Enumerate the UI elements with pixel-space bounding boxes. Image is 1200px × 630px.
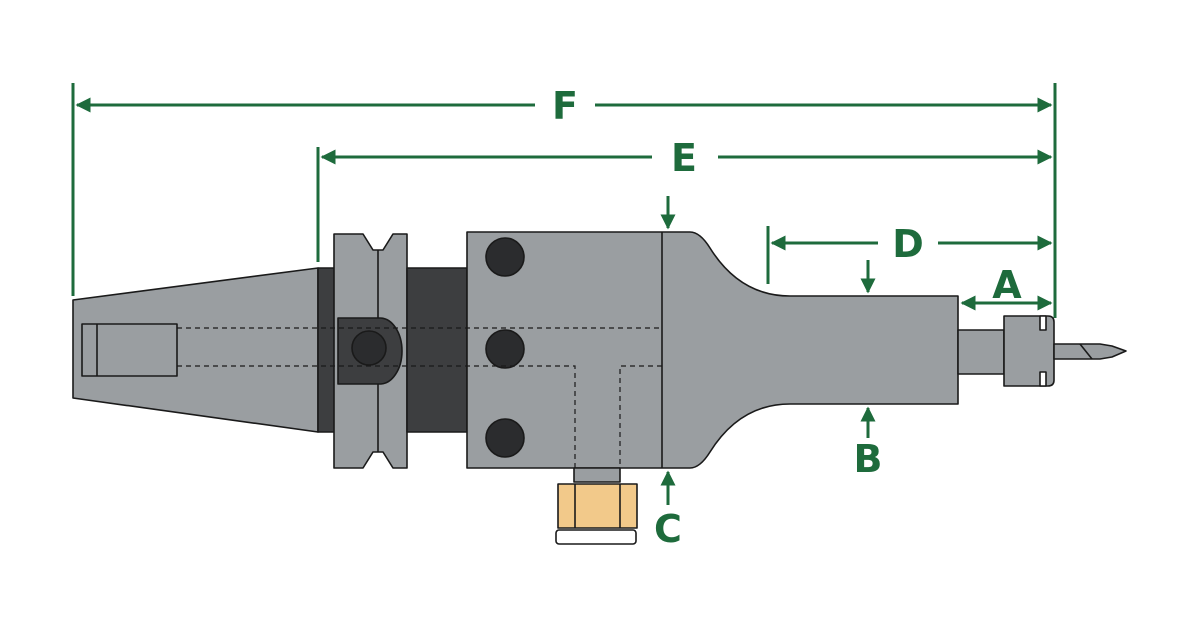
hidden-coolant-passage <box>619 365 662 468</box>
screw-hole-top <box>485 237 525 277</box>
fitting-washer <box>555 529 637 545</box>
drill-bit <box>1053 343 1127 360</box>
dimension-label-c: C <box>654 507 682 551</box>
dimension-label-f: F <box>552 84 578 128</box>
screw-hole-bottom <box>485 418 525 458</box>
dimension-label-b: B <box>854 437 883 481</box>
dimension-label-a: A <box>992 263 1022 307</box>
neck-dark <box>406 267 468 433</box>
drill-bit-flute <box>1079 343 1093 360</box>
fitting-stem <box>573 467 621 483</box>
hidden-bore-bottom <box>177 365 576 468</box>
coolant-hex-nut <box>557 483 638 529</box>
key-slot-hole <box>351 330 387 366</box>
dimension-label-d: D <box>892 222 924 266</box>
tool-body <box>72 231 1127 545</box>
dimension-label-e: E <box>671 136 697 180</box>
dimensions: F E D A B C <box>71 83 1057 551</box>
collet-slot-bottom <box>1039 371 1047 387</box>
retention-bore <box>81 323 178 377</box>
screw-hole-middle <box>485 329 525 369</box>
collet-nut <box>1003 315 1055 387</box>
main-block <box>466 231 959 469</box>
collet-neck <box>957 329 1005 375</box>
collet-slot-top <box>1039 315 1047 331</box>
